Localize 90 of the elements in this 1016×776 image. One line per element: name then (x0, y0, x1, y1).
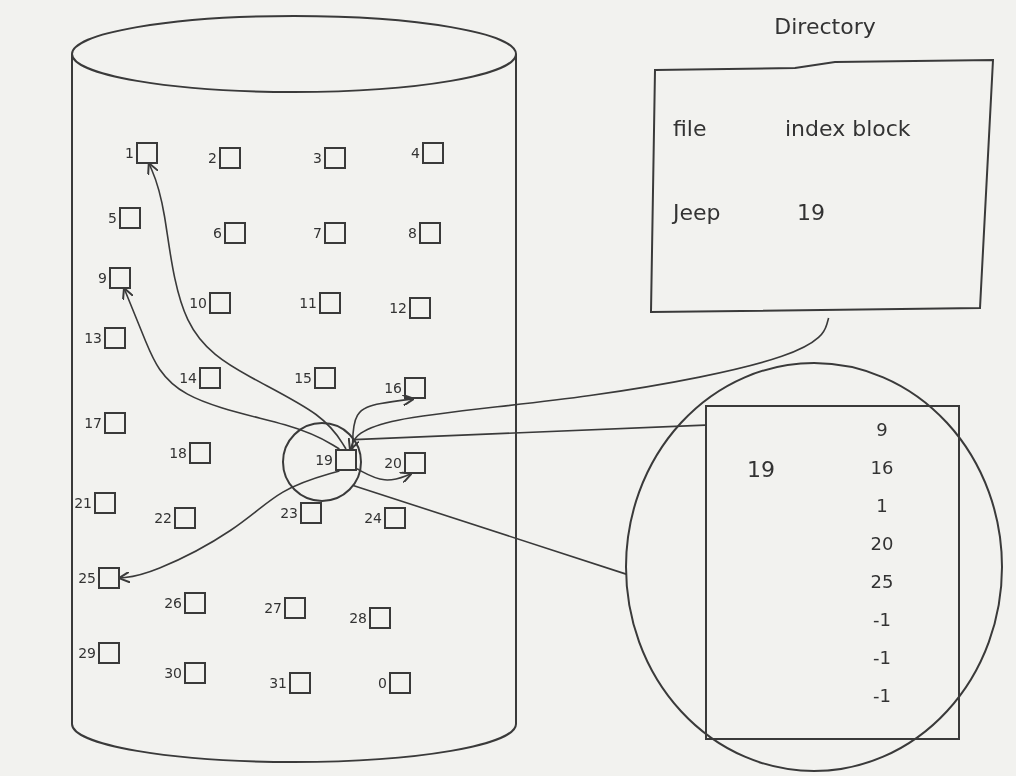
disk-block (324, 222, 346, 244)
disk-block (104, 412, 126, 434)
disk-block (404, 377, 426, 399)
block-number: 25 (77, 569, 96, 588)
disk-block (314, 367, 336, 389)
highlight-circle (282, 422, 362, 502)
block-number: 18 (168, 444, 187, 463)
disk-block (335, 449, 357, 471)
disk-block (369, 607, 391, 629)
disk-block (224, 222, 246, 244)
block-number: 5 (107, 209, 117, 228)
index-entry: 25 (869, 571, 895, 593)
arrow (122, 287, 341, 450)
disk-block (199, 367, 221, 389)
block-number: 10 (188, 294, 207, 313)
disk-block (109, 267, 131, 289)
arrow (351, 393, 415, 450)
block-number: 7 (312, 224, 322, 243)
zoom-line (352, 484, 627, 575)
block-number: 27 (263, 599, 282, 618)
block-number: 13 (83, 329, 102, 348)
block-number: 17 (83, 414, 102, 433)
table-cell: 19 (797, 200, 825, 227)
disk-block (119, 207, 141, 229)
block-number: 28 (348, 609, 367, 628)
block-number: 31 (268, 674, 287, 693)
disk-block (300, 502, 322, 524)
disk-block (319, 292, 341, 314)
block-number: 11 (298, 294, 317, 313)
zoom-bubble (625, 362, 1003, 772)
disk-block (184, 662, 206, 684)
disk-block (422, 142, 444, 164)
table-cell: Jeep (673, 200, 721, 227)
disk-cylinder (68, 12, 520, 764)
block-number: 4 (410, 144, 420, 163)
column-header: index block (785, 116, 911, 143)
disk-block (94, 492, 116, 514)
disk-block (189, 442, 211, 464)
disk-block (389, 672, 411, 694)
index-entry: 9 (875, 419, 889, 441)
disk-block (219, 147, 241, 169)
block-number: 26 (163, 594, 182, 613)
block-number: 9 (97, 269, 107, 288)
disk-block (419, 222, 441, 244)
index-entry: -1 (872, 685, 892, 707)
disk-block (324, 147, 346, 169)
block-number: 15 (293, 369, 312, 388)
disk-block (409, 297, 431, 319)
block-number: 2 (207, 149, 217, 168)
block-number: 8 (407, 224, 417, 243)
disk-block (174, 507, 196, 529)
disk-block (289, 672, 311, 694)
index-entry: 1 (875, 495, 889, 517)
disk-block (98, 642, 120, 664)
block-number: 24 (363, 509, 382, 528)
disk-block (98, 567, 120, 589)
disk-block (384, 507, 406, 529)
index-block-table (705, 405, 960, 740)
block-number: 29 (77, 644, 96, 663)
block-number: 1 (124, 144, 134, 163)
block-number: 23 (279, 504, 298, 523)
disk-block (284, 597, 306, 619)
arrow (147, 162, 347, 450)
arrow (117, 470, 341, 584)
block-number: 30 (163, 664, 182, 683)
block-number: 20 (383, 454, 402, 473)
zoom-line (353, 424, 706, 441)
arrow (356, 468, 413, 484)
disk-block (209, 292, 231, 314)
block-number: 22 (153, 509, 172, 528)
block-number: 3 (312, 149, 322, 168)
block-number: 0 (377, 674, 387, 693)
block-number: 12 (388, 299, 407, 318)
arrow (347, 317, 830, 451)
block-number: 6 (212, 224, 222, 243)
table-title: Directory (773, 14, 877, 41)
disk-block (136, 142, 158, 164)
index-entry: -1 (872, 647, 892, 669)
block-number: 19 (314, 451, 333, 470)
block-number: 14 (178, 369, 197, 388)
block-number: 21 (73, 494, 92, 513)
index-entry: -1 (872, 609, 892, 631)
disk-block (404, 452, 426, 474)
disk-block (104, 327, 126, 349)
index-entry: 16 (869, 457, 895, 479)
block-number: 16 (383, 379, 402, 398)
block-number-label: 19 (747, 457, 775, 484)
column-header: file (673, 116, 707, 143)
index-entry: 20 (869, 533, 895, 555)
disk-block (184, 592, 206, 614)
